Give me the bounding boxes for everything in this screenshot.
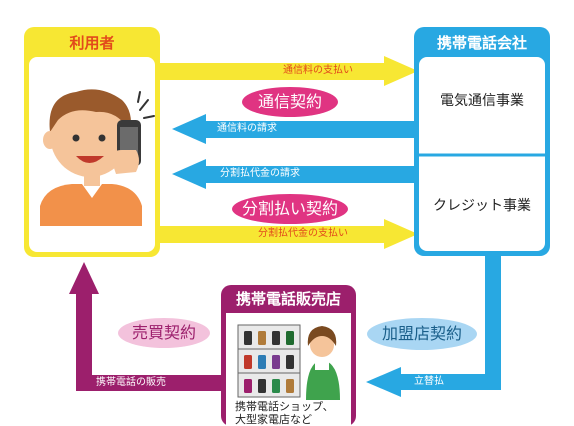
shop-caption-line1: 携帯電話ショップ、 bbox=[235, 400, 334, 413]
arrow-fee-payment bbox=[160, 56, 418, 86]
shop-illustration bbox=[237, 324, 340, 400]
label-phone-sales: 携帯電話の販売 bbox=[96, 377, 166, 388]
label-fee-billing: 通信料の請求 bbox=[217, 123, 277, 134]
telecom-contract-label: 通信契約 bbox=[257, 92, 322, 111]
arrow-advance-payment bbox=[366, 250, 501, 397]
sales-contract-label: 売買契約 bbox=[131, 323, 196, 342]
sales-contract-ellipse bbox=[118, 318, 210, 348]
merchant-contract-label: 加盟店契約 bbox=[381, 324, 462, 343]
shop-caption-line2: 大型家電店など bbox=[235, 413, 312, 426]
arrow-fee-billing bbox=[172, 114, 430, 144]
installment-contract-ellipse bbox=[232, 194, 348, 224]
carrier-box-title: 携帯電話会社 bbox=[436, 34, 527, 52]
section-credit: クレジット事業 bbox=[433, 198, 531, 214]
installment-contract-label: 分割払い契約 bbox=[241, 199, 338, 218]
user-illustration bbox=[40, 89, 155, 226]
telecom-contract-ellipse bbox=[242, 87, 338, 117]
shop-box-title: 携帯電話販売店 bbox=[235, 290, 341, 308]
label-fee-payment: 通信料の支払い bbox=[283, 65, 353, 76]
arrow-installment-billing bbox=[172, 159, 430, 189]
label-advance-payment: 立替払 bbox=[414, 376, 444, 387]
label-installment-billing: 分割払代金の請求 bbox=[220, 168, 300, 179]
arrow-phone-sales bbox=[69, 262, 222, 391]
arrow-installment-payment bbox=[160, 219, 418, 249]
user-box-title: 利用者 bbox=[69, 34, 115, 52]
merchant-contract-ellipse bbox=[367, 318, 477, 350]
label-installment-payment: 分割払代金の支払い bbox=[258, 228, 348, 239]
section-telecom: 電気通信事業 bbox=[440, 93, 524, 109]
carrier-box bbox=[414, 27, 550, 256]
